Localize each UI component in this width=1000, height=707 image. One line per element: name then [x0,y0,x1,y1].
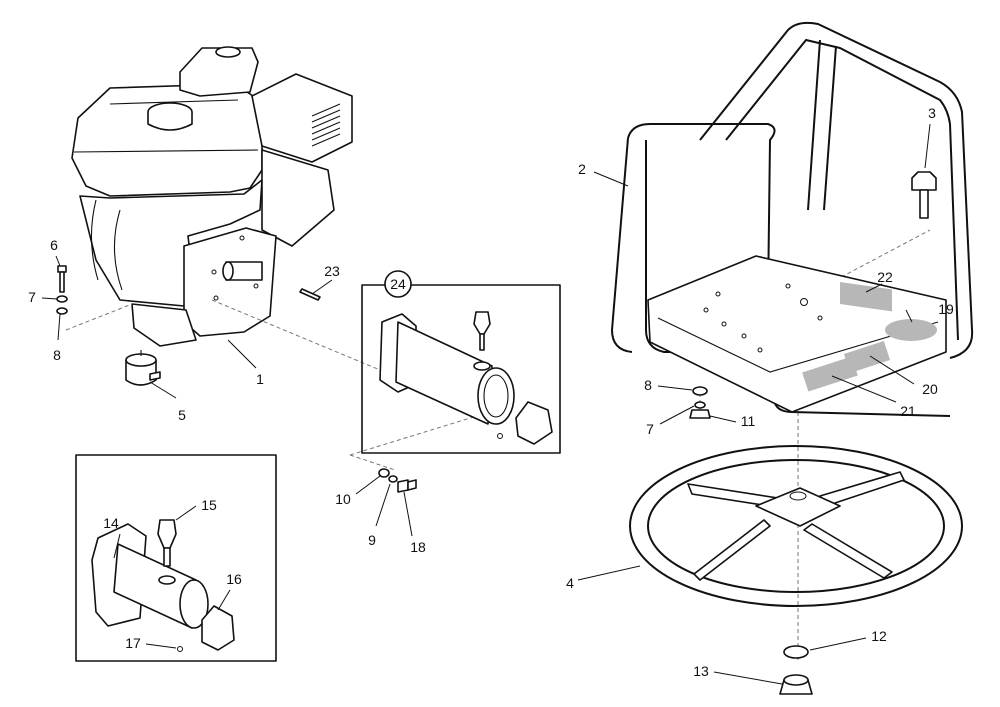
inset-box-14-17 [75,454,277,662]
callout-24: 24 [390,276,406,292]
callout-19: 19 [938,301,954,317]
decal-20 [843,341,891,373]
muffler-slots [311,103,341,147]
callout-13: 13 [693,663,709,679]
callout-7-right: 7 [646,421,654,437]
leader-lines [41,123,931,685]
nut-11 [689,409,711,419]
nut-13 [779,674,813,695]
decal-21 [802,356,858,392]
callout-12: 12 [871,628,887,644]
callout-22: 22 [877,269,893,285]
bolt-18 [397,479,417,493]
callout-2: 2 [578,161,586,177]
callout-circle-24 [384,270,412,298]
callout-11: 11 [741,413,756,429]
inset-box-24 [361,284,561,454]
callout-9: 9 [368,532,376,548]
decal-19 [885,319,937,341]
bolt-3 [911,171,937,219]
callout-23: 23 [324,263,340,279]
engine [71,46,353,347]
lockwasher-7-right [694,401,706,409]
key-23 [299,288,321,301]
callout-18: 18 [410,539,426,555]
callout-16: 16 [226,571,242,587]
callout-15: 15 [201,497,217,513]
callout-7-left: 7 [28,289,36,305]
callout-21: 21 [900,403,916,419]
lockwasher-9 [388,475,398,483]
callout-5: 5 [178,407,186,423]
lockwasher-7-left [56,295,68,303]
callout-6: 6 [50,237,58,253]
washer-8-right [692,386,708,396]
bolt-6 [57,265,67,293]
callout-labels: 1 2 3 4 5 6 7 7 8 8 9 10 11 12 13 14 15 … [28,105,954,679]
washer-8-left [56,307,68,315]
callout-1: 1 [256,371,264,387]
callout-8-right: 8 [644,377,652,393]
callout-8-left: 8 [53,347,61,363]
decal-22 [840,282,892,312]
callout-10: 10 [335,491,351,507]
washer-10 [378,468,390,478]
tube-frame-2 [611,21,974,417]
callout-17: 17 [125,635,141,651]
callout-20: 20 [922,381,938,397]
callout-3: 3 [928,105,936,121]
ring-base-4 [629,445,963,607]
callout-4: 4 [566,575,574,591]
isolator-mount-5 [125,350,161,386]
callout-14: 14 [103,515,119,531]
washer-12 [783,645,809,659]
